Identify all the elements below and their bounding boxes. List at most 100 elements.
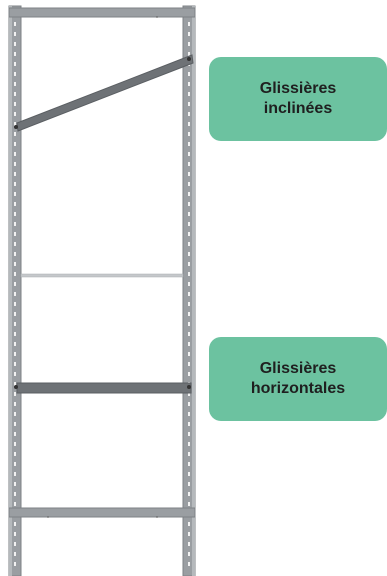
upright-hole (14, 32, 16, 36)
upright-hole (188, 482, 190, 486)
upright-hole (14, 132, 16, 136)
horizontal-slides-label: Glissières horizontales (209, 337, 387, 421)
upright-hole (188, 172, 190, 176)
upright-hole (14, 52, 16, 56)
upright-hole (14, 22, 16, 26)
upright-hole (188, 112, 190, 116)
upright-hole (188, 142, 190, 146)
upright-hole (188, 212, 190, 216)
inclined-slides-label: Glissières inclinées (209, 57, 387, 141)
upright-hole (188, 272, 190, 276)
upright-hole (14, 362, 16, 366)
horizontal-label-line2: horizontales (250, 380, 346, 397)
upright-hole (188, 452, 190, 456)
upright-hole (14, 192, 16, 196)
upright-hole (188, 562, 190, 566)
upright-hole (188, 522, 190, 526)
upright-hole (14, 62, 16, 66)
upright-hole (14, 412, 16, 416)
upright-hole (188, 202, 190, 206)
upright-hole (188, 92, 190, 96)
upright-hole (188, 252, 190, 256)
inclined-label-line2: inclinées (263, 100, 333, 117)
upright-hole (188, 322, 190, 326)
upright-hole (14, 242, 16, 246)
upright-hole (188, 132, 190, 136)
upright-hole (14, 312, 16, 316)
upright-hole (14, 372, 16, 376)
upright-hole (14, 202, 16, 206)
upright-hole (188, 182, 190, 186)
middle-rail (20, 273, 184, 278)
upright-hole (14, 352, 16, 356)
upright-hole (188, 342, 190, 346)
upright-hole (188, 392, 190, 396)
upright-hole (14, 172, 16, 176)
upright-hole (188, 332, 190, 336)
upright-hole (188, 372, 190, 376)
upright-hole (14, 422, 16, 426)
upright-hole (14, 452, 16, 456)
upright-hole (14, 122, 16, 126)
upright-hole (188, 352, 190, 356)
upright-hole (14, 102, 16, 106)
upright-hole (14, 482, 16, 486)
upright-hole (14, 392, 16, 396)
upright-hole (14, 282, 16, 286)
horizontal-label-line1: Glissières (259, 360, 337, 377)
upright-hole (14, 332, 16, 336)
upright-hole (14, 462, 16, 466)
upright-hole (14, 82, 16, 86)
upright-hole (188, 82, 190, 86)
upright-hole (188, 402, 190, 406)
upright-hole (14, 322, 16, 326)
right-upright (182, 5, 196, 576)
upright-hole (188, 422, 190, 426)
upright-hole (188, 162, 190, 166)
upright-hole (188, 192, 190, 196)
upright-hole (188, 412, 190, 416)
upright-hole (14, 212, 16, 216)
upright-hole (14, 272, 16, 276)
upright-hole (188, 122, 190, 126)
upright-hole (188, 22, 190, 26)
upright-hole (188, 462, 190, 466)
upright-hole (14, 532, 16, 536)
upright-hole (188, 72, 190, 76)
upright-hole (14, 142, 16, 146)
upright-hole (14, 232, 16, 236)
upright-hole (14, 382, 16, 386)
upright-hole (14, 92, 16, 96)
upright-hole (188, 262, 190, 266)
top-crossbar (8, 7, 196, 18)
upright-hole (188, 152, 190, 156)
left-upright (8, 5, 22, 576)
upright-hole (14, 252, 16, 256)
upright-hole (188, 362, 190, 366)
upright-hole (14, 42, 16, 46)
upright-hole (188, 102, 190, 106)
upright-hole (14, 162, 16, 166)
upright-hole (188, 52, 190, 56)
upright-hole (14, 492, 16, 496)
upright-hole (14, 222, 16, 226)
upright-hole (188, 552, 190, 556)
inclined-label-line1: Glissières (259, 80, 337, 97)
upright-hole (14, 72, 16, 76)
inclined-slide-icon (14, 54, 194, 132)
upright-hole (14, 342, 16, 346)
upright-hole (188, 502, 190, 506)
upright-hole (14, 442, 16, 446)
upright-hole (188, 242, 190, 246)
upright-hole (14, 402, 16, 406)
upright-hole (14, 562, 16, 566)
upright-hole (188, 32, 190, 36)
upright-hole (188, 292, 190, 296)
upright-hole (188, 282, 190, 286)
upright-hole (188, 232, 190, 236)
upright-hole (188, 542, 190, 546)
upright-hole (188, 532, 190, 536)
upright-hole (14, 472, 16, 476)
upright-hole (14, 292, 16, 296)
